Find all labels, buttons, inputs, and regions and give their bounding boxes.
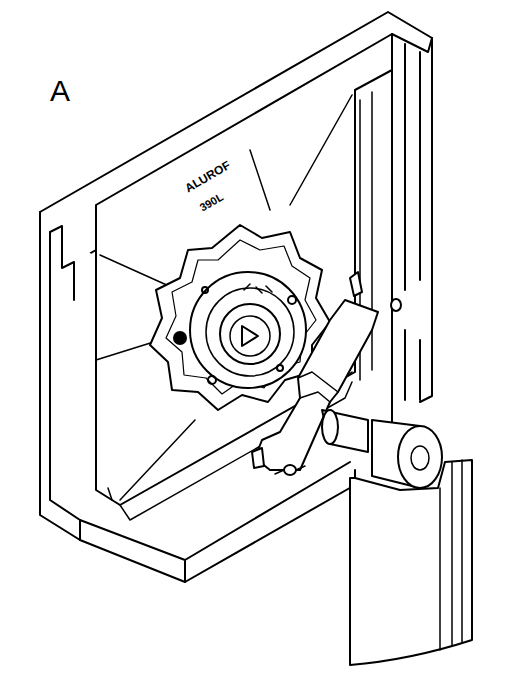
hub-ring bbox=[206, 288, 294, 376]
frame-bottom bbox=[80, 462, 350, 582]
blind-fabric bbox=[350, 460, 472, 665]
hub-star-inner bbox=[166, 240, 316, 394]
brand-marking: ALUROF bbox=[183, 159, 232, 194]
hub-ring bbox=[190, 272, 306, 388]
frame-left-lip bbox=[50, 226, 80, 520]
arm-plate-edge bbox=[298, 372, 338, 402]
shaft bbox=[322, 410, 368, 452]
arm-plate bbox=[255, 300, 378, 470]
hub-hole bbox=[202, 287, 208, 293]
hub-arrow bbox=[242, 326, 258, 346]
roller-bore bbox=[411, 446, 429, 470]
hub-hole bbox=[277, 365, 283, 371]
shaft-end bbox=[322, 410, 338, 444]
model-marking: 390L bbox=[198, 191, 225, 213]
roller-end bbox=[398, 426, 442, 488]
hub-hole bbox=[288, 296, 296, 304]
hub-marking bbox=[244, 284, 272, 293]
hub-hole bbox=[174, 332, 186, 344]
inner-recess bbox=[96, 70, 392, 505]
hub-ring bbox=[220, 304, 280, 364]
blind-edge bbox=[440, 460, 462, 650]
side-channel bbox=[392, 34, 432, 440]
hub-hole bbox=[208, 376, 216, 384]
hub-ring bbox=[230, 316, 270, 356]
view-letter: A bbox=[50, 76, 70, 106]
